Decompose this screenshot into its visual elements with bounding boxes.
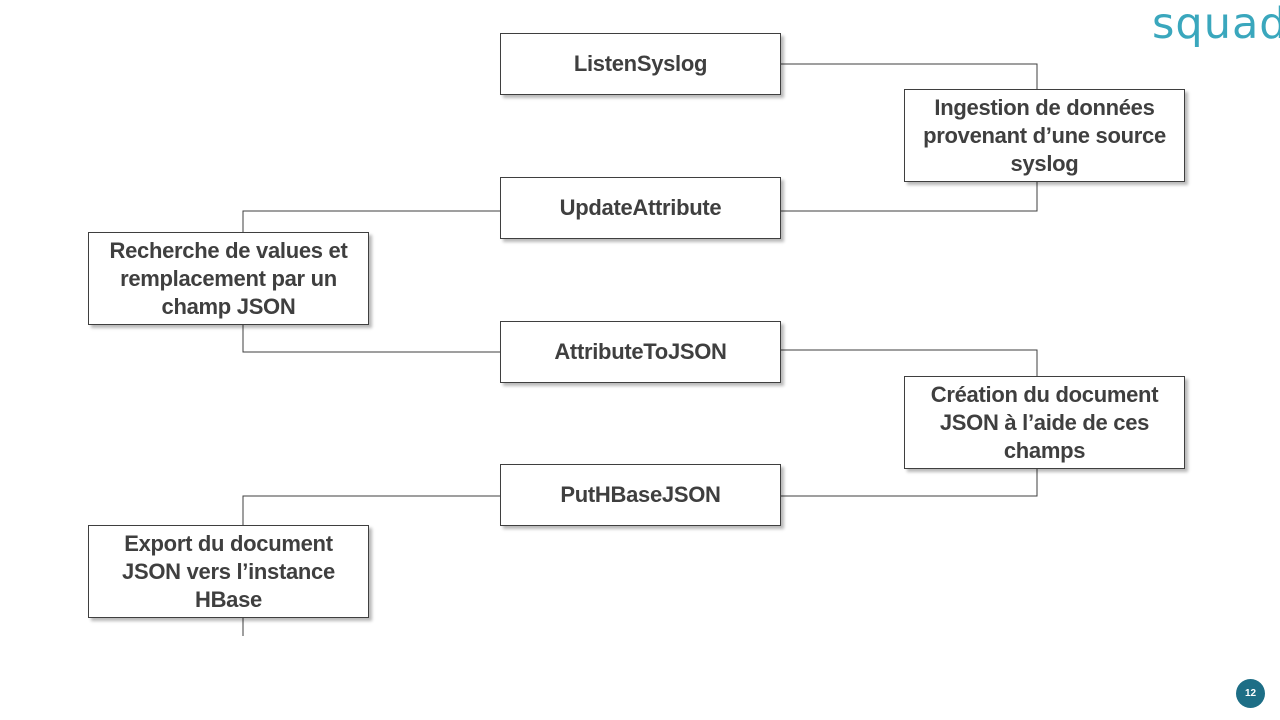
processor-attribute-to-json: AttributeToJSON [500, 321, 781, 383]
description-text: Recherche de values et remplacement par … [109, 237, 348, 319]
connector-attr-to-create [781, 349, 1038, 376]
connector-update-to-search [242, 210, 500, 232]
squad-logo: squad [1152, 0, 1280, 49]
page-number-badge: 12 [1236, 679, 1265, 708]
processor-put-hbase-json: PutHBaseJSON [500, 464, 781, 526]
connector-ingest-to-update [781, 182, 1038, 212]
description-ingestion: Ingestion de données provenant d’une sou… [904, 89, 1185, 182]
connector-search-to-attr [242, 325, 500, 353]
page-number: 12 [1244, 688, 1257, 699]
processor-label: AttributeToJSON [554, 339, 727, 364]
description-text: Ingestion de données provenant d’une sou… [923, 94, 1166, 176]
connector-listen-to-ingest [781, 63, 1038, 89]
connector-put-to-export [242, 495, 500, 525]
description-export-hbase: Export du document JSON vers l’instance … [88, 525, 369, 618]
processor-label: UpdateAttribute [559, 195, 722, 220]
description-search-replace: Recherche de values et remplacement par … [88, 232, 369, 325]
processor-update-attribute: UpdateAttribute [500, 177, 781, 239]
processor-label: ListenSyslog [573, 51, 708, 76]
description-text: Export du document JSON vers l’instance … [122, 530, 335, 612]
description-create-json: Création du document JSON à l’aide de ce… [904, 376, 1185, 469]
connector-create-to-put [781, 468, 1038, 497]
processor-listen-syslog: ListenSyslog [500, 33, 781, 95]
processor-label: PutHBaseJSON [560, 482, 721, 507]
description-text: Création du document JSON à l’aide de ce… [930, 381, 1159, 463]
